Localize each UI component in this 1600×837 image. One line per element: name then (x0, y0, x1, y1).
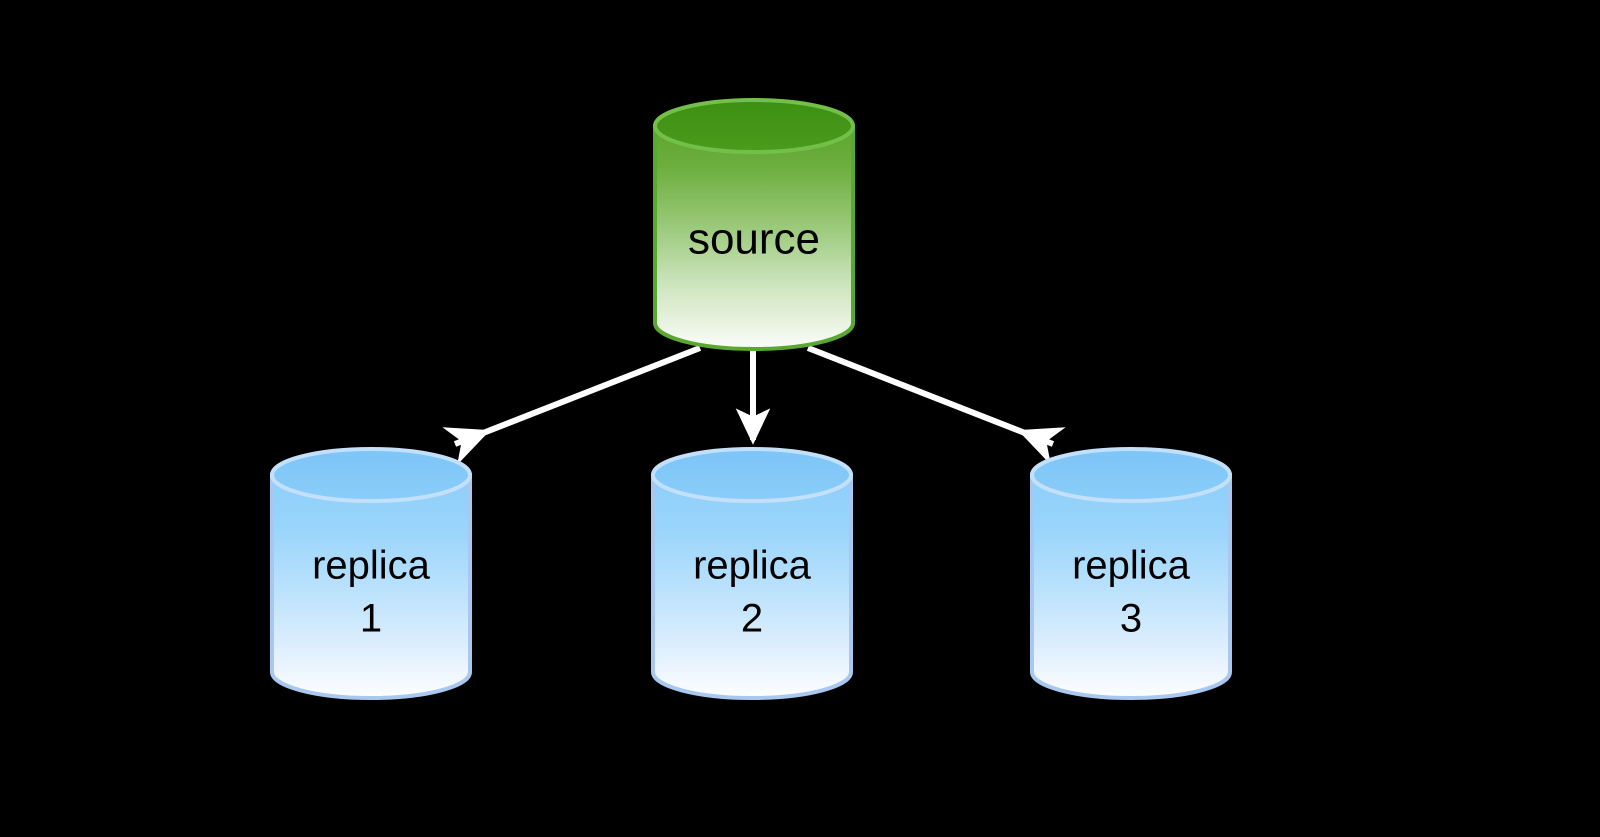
replica-1-database-cylinder[interactable]: replica 1 (270, 447, 472, 700)
replica-3-cylinder-top (1030, 447, 1232, 503)
replica-1-label-line1: replica (312, 544, 431, 588)
replica-2-label-line1: replica (693, 544, 812, 588)
replica-2-database-cylinder[interactable]: replica 2 (651, 447, 853, 700)
replica-1-label-line2: 1 (360, 597, 382, 641)
replica-3-database-cylinder[interactable]: replica 3 (1030, 447, 1232, 700)
replica-3-label-line2: 3 (1120, 597, 1142, 641)
arrow-source-to-replica-3 (806, 345, 1066, 465)
replica-1-cylinder-body (270, 473, 472, 700)
replica-2-cylinder-body (651, 473, 853, 700)
replica-1-cylinder-top (270, 447, 472, 503)
replica-2-cylinder-top (651, 447, 853, 503)
source-cylinder-top (653, 98, 855, 154)
source-cylinder-body (653, 124, 855, 351)
replica-3-label-line1: replica (1072, 544, 1191, 588)
replica-2-label-line2: 2 (741, 597, 763, 641)
edges-group (442, 345, 1066, 465)
arrow-source-to-replica-1 (442, 345, 702, 465)
replica-3-cylinder-body (1030, 473, 1232, 700)
source-database-cylinder[interactable]: source (653, 98, 855, 351)
source-label: source (688, 215, 820, 264)
